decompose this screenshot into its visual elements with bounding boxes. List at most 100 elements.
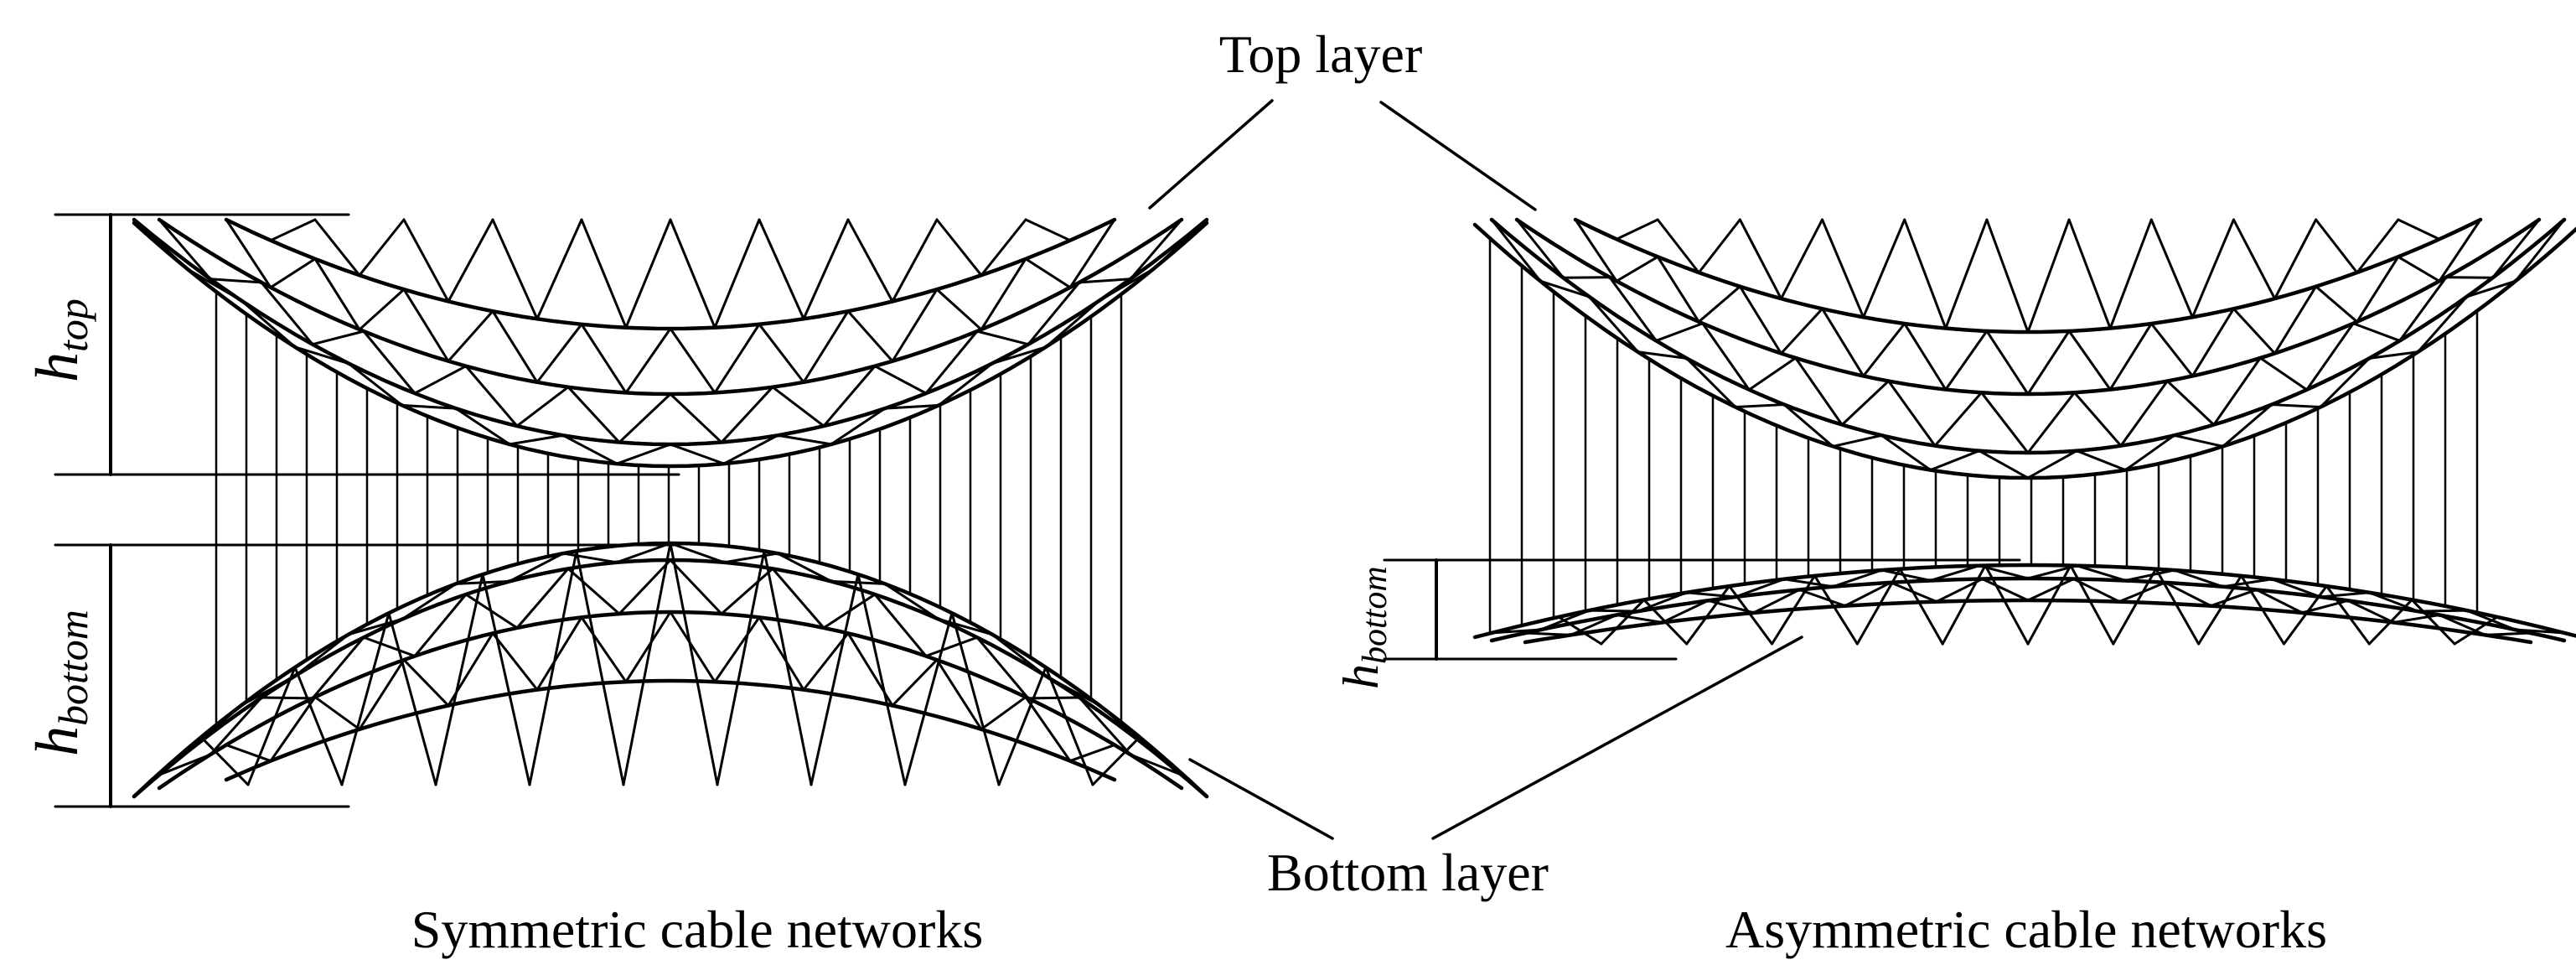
diagonal-cable (1898, 568, 1944, 646)
diagonal-cable (758, 323, 805, 384)
diagonal-cable (401, 582, 458, 620)
diagonal-cable (1978, 449, 2030, 480)
diagonal-cable (1685, 356, 1737, 409)
diagonal-cable (1738, 218, 1782, 300)
diagonal-cable (2240, 574, 2285, 646)
diagonal-cable (1844, 581, 1892, 608)
diagonal-cable (980, 218, 1027, 277)
diagonal-cable (615, 443, 672, 465)
diagonal-cable (935, 218, 983, 277)
diagonal-cable (937, 618, 994, 636)
diagonal-cable (561, 552, 618, 564)
h-bottom-asym-label: hbottom (1333, 566, 1394, 689)
diagonal-cable (1984, 564, 2030, 646)
diagonal-cable (669, 558, 723, 615)
diagonal-cable (1151, 218, 1208, 271)
diagonal-cable (2273, 285, 2318, 355)
diagonal-cable (1798, 588, 1847, 608)
diagonal-cable (1738, 285, 1782, 355)
diagonal-cable (1557, 615, 1603, 646)
diagonal-cable (293, 345, 350, 366)
diagonal-cable (515, 567, 570, 630)
diagonal-cable (2173, 433, 2225, 448)
diagonal-cable (1821, 218, 1865, 319)
diagonal-cable (2173, 568, 2225, 589)
diagonal-cable (1608, 276, 1658, 342)
diagonal-cable (132, 218, 189, 271)
diagonal-cable (1903, 218, 1948, 330)
diagonal-cable (846, 218, 894, 303)
diagonal-cable (873, 593, 928, 657)
diagonal-cable (2067, 329, 2112, 392)
top-rib (132, 220, 1209, 469)
diagonal-cable (447, 218, 494, 303)
diagonal-cable (1929, 564, 1981, 582)
diagonal-cable (2273, 218, 2318, 300)
diagonal-cable (1024, 257, 1072, 289)
diagonal-cable (975, 636, 1030, 700)
diagonal-cable (2397, 218, 2441, 241)
diagonal-cable (269, 257, 317, 289)
diagonal-cable (891, 288, 939, 363)
asymmetric-hangers (1488, 236, 2479, 635)
diagonal-cable (2416, 295, 2469, 354)
diagonal-cable (1728, 584, 1774, 646)
top-rib (1514, 217, 2542, 397)
diagonal-cable (2356, 255, 2400, 324)
diagonal-cable (1637, 350, 1689, 360)
diagonal-cable (716, 549, 766, 786)
diagonal-cable (722, 433, 779, 465)
diagonal-cable (1637, 591, 1689, 613)
diagonal-cable (758, 615, 805, 692)
diagonal-cable (1490, 628, 1542, 635)
diagonal-cable (669, 542, 719, 786)
diagonal-cable (1887, 380, 1937, 448)
top-rib (157, 217, 1184, 397)
diagonal-cable (2119, 380, 2169, 448)
diagonal-cable (856, 573, 907, 786)
diagonal-cable (883, 404, 940, 410)
diagonal-cable (561, 433, 618, 465)
diagonal-cable (720, 386, 774, 444)
symmetric-hangers (215, 290, 1123, 726)
diagonal-cable (580, 615, 628, 683)
diagonal-cable (2026, 329, 2071, 396)
diagonal-cable (2315, 285, 2359, 324)
diagonal-cable (2067, 218, 2112, 330)
diagonal-cable (776, 552, 833, 583)
diagonal-cable (1515, 218, 1565, 279)
diagonal-cable (2212, 356, 2262, 427)
diagonal-cable (580, 323, 628, 394)
diagonal-cable (1661, 599, 1710, 624)
diagonal-cable (528, 549, 578, 786)
diagonal-cable (891, 658, 939, 707)
diagonal-cable (2112, 568, 2158, 646)
diagonal-cable (1862, 322, 1906, 377)
bottom-rib (224, 678, 1117, 782)
diagonal-cable (1880, 568, 1932, 582)
diagonal-cable (1129, 218, 1183, 281)
diagonal-cable (402, 218, 450, 303)
diagonal-cable (1044, 666, 1094, 786)
diagonal-cable (209, 696, 263, 756)
diagonal-cable (1831, 433, 1883, 448)
diagonal-cable (2325, 584, 2371, 646)
diagonal-cable (997, 666, 1047, 786)
diagonal-cable (1813, 574, 1859, 646)
diagonal-cable (1941, 564, 1987, 646)
diagonal-cable (515, 386, 570, 428)
diagonal-cable (2315, 218, 2359, 274)
diagonal-cable (2123, 568, 2176, 582)
diagonal-cable (2438, 218, 2482, 241)
diagonal-cable (566, 386, 621, 444)
diagonal-cable (491, 218, 539, 320)
diagonal-cable (1752, 588, 1801, 615)
diagonal-cable (622, 542, 672, 786)
diagonal-cable (1068, 218, 1116, 289)
diagonal-cable (1024, 695, 1072, 763)
diagonal-cable (2367, 350, 2419, 360)
diagonal-cable (1855, 568, 1901, 646)
diagonal-cable (358, 658, 406, 731)
diagonal-cable (434, 573, 484, 786)
